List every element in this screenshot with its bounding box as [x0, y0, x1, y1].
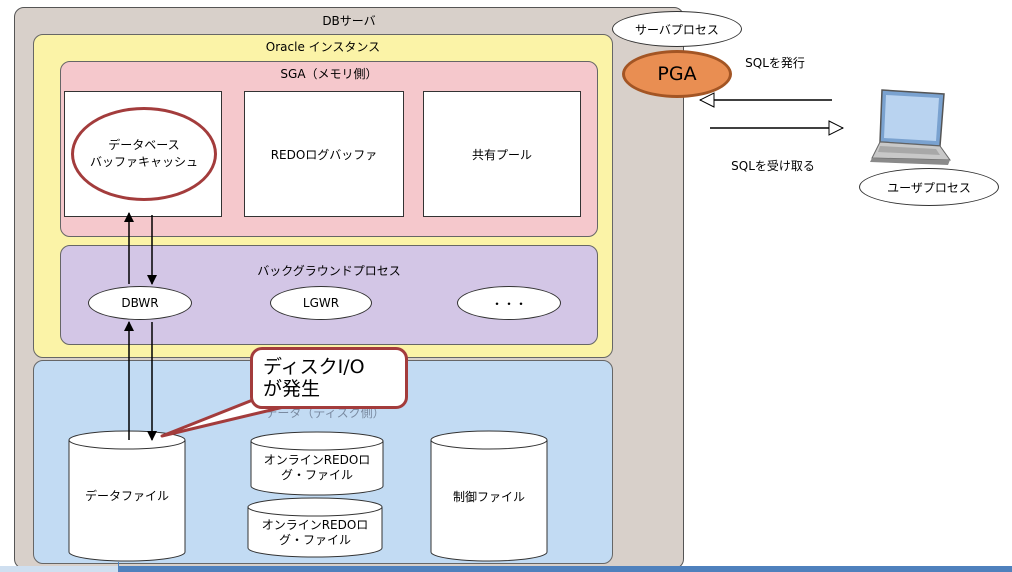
redo-log-file-1-cylinder [250, 431, 384, 496]
control-file-label: 制御ファイル [452, 490, 525, 504]
bottom-accent-separator [118, 562, 119, 572]
process-more: ・・・ [457, 286, 561, 320]
datafile-label: データファイル [84, 489, 169, 503]
shared-pool-label: 共有プール [471, 147, 532, 162]
process-lgwr: LGWR [270, 286, 372, 320]
redo-log-buffer-box: REDOログバッファ [244, 91, 404, 217]
oracle-instance-title: Oracle インスタンス [265, 40, 381, 54]
redo-log-file-2-cylinder [247, 497, 383, 558]
redo-log-file-1-label: オンラインREDOロ グ・ファイル [263, 453, 371, 482]
redo-log-file-2-label: オンラインREDOロ グ・ファイル [261, 518, 369, 547]
buffer-cache-highlight: データベース バッファキャッシュ [71, 107, 217, 201]
db-server-title: DBサーバ [322, 14, 376, 28]
background-process-title: バックグラウンドプロセス [257, 264, 401, 278]
receive-sql-label: SQLを受け取る [731, 159, 815, 173]
pga-ellipse: PGA [622, 50, 732, 98]
process-dbwr: DBWR [88, 286, 192, 320]
storage-title: データ（ディスク側） [265, 406, 385, 420]
send-sql-label: SQLを発行 [745, 56, 805, 70]
laptop-icon [870, 89, 951, 165]
control-file-cylinder [430, 430, 548, 562]
bottom-accent-bar-left [0, 566, 118, 572]
user-process-ellipse: ユーザプロセス [859, 168, 999, 206]
server-process-ellipse: サーバプロセス [612, 11, 742, 47]
datafile-cylinder [68, 430, 186, 562]
redo-log-buffer-label: REDOログバッファ [270, 147, 378, 162]
sga-title: SGA（メモリ側） [280, 67, 378, 81]
shared-pool-box: 共有プール [423, 91, 581, 217]
bottom-accent-bar [0, 566, 1012, 572]
disk-io-callout: ディスクI/O が発生 [250, 347, 408, 409]
